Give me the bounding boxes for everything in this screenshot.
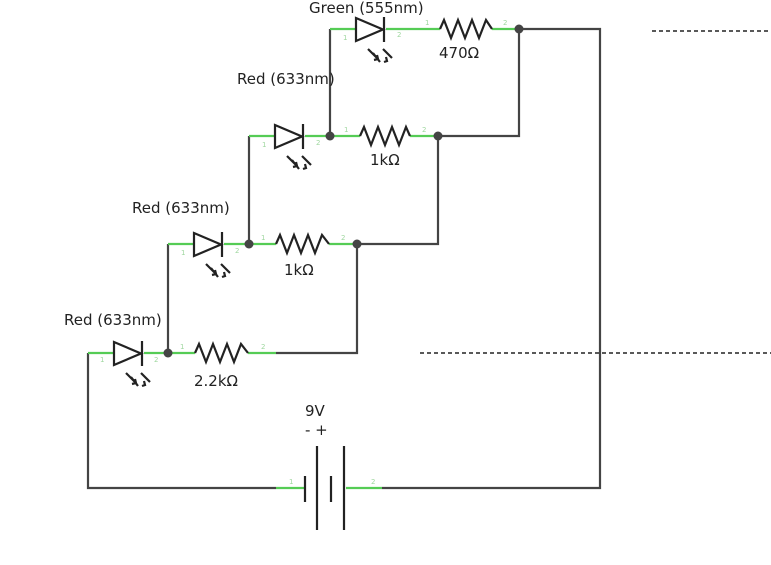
svg-text:2: 2: [503, 19, 507, 27]
svg-text:2: 2: [341, 234, 345, 242]
resistor-label-470: 470Ω: [439, 44, 479, 62]
svg-text:1: 1: [425, 19, 429, 27]
resistor-2-2k: [193, 340, 249, 366]
svg-text:1: 1: [180, 343, 184, 351]
resistor-1k-top: [358, 123, 412, 149]
svg-text:2: 2: [397, 31, 401, 39]
svg-text:2: 2: [316, 139, 320, 147]
led-label-red-1: Red (633nm): [237, 70, 335, 88]
svg-text:2: 2: [235, 247, 239, 255]
battery-polarity-label: - +: [305, 421, 328, 439]
led-green: [354, 16, 393, 64]
led-red-1: [273, 123, 312, 171]
resistor-470: [438, 16, 493, 42]
svg-text:1: 1: [261, 234, 265, 242]
junction-nodes: [163, 24, 524, 358]
pin-numbers: 1 2 1 2 1 2 1 2 1 2 1 2 1 2 1 2 1 2: [100, 19, 507, 486]
svg-text:1: 1: [262, 141, 266, 149]
led-label-green: Green (555nm): [309, 0, 424, 17]
svg-text:2: 2: [422, 126, 426, 134]
svg-text:1: 1: [181, 249, 185, 257]
resistor-label-1k-middle: 1kΩ: [284, 261, 314, 279]
resistor-label-2-2k: 2.2kΩ: [194, 372, 238, 390]
svg-text:2: 2: [154, 356, 158, 364]
led-label-red-2: Red (633nm): [132, 199, 230, 217]
resistor-1k-middle: [274, 231, 330, 257]
led-red-3: [112, 340, 151, 388]
svg-text:2: 2: [261, 343, 265, 351]
svg-text:2: 2: [371, 478, 375, 486]
svg-text:1: 1: [343, 34, 347, 42]
svg-text:1: 1: [344, 126, 348, 134]
battery-symbol: [303, 446, 346, 530]
battery-voltage-label: 9V: [305, 402, 326, 420]
resistor-label-1k-top: 1kΩ: [370, 151, 400, 169]
wires: [86, 27, 602, 490]
led-red-2: [192, 231, 231, 279]
led-label-red-3: Red (633nm): [64, 311, 162, 329]
svg-text:1: 1: [289, 478, 293, 486]
component-leads: [88, 27, 519, 490]
svg-text:1: 1: [100, 356, 104, 364]
